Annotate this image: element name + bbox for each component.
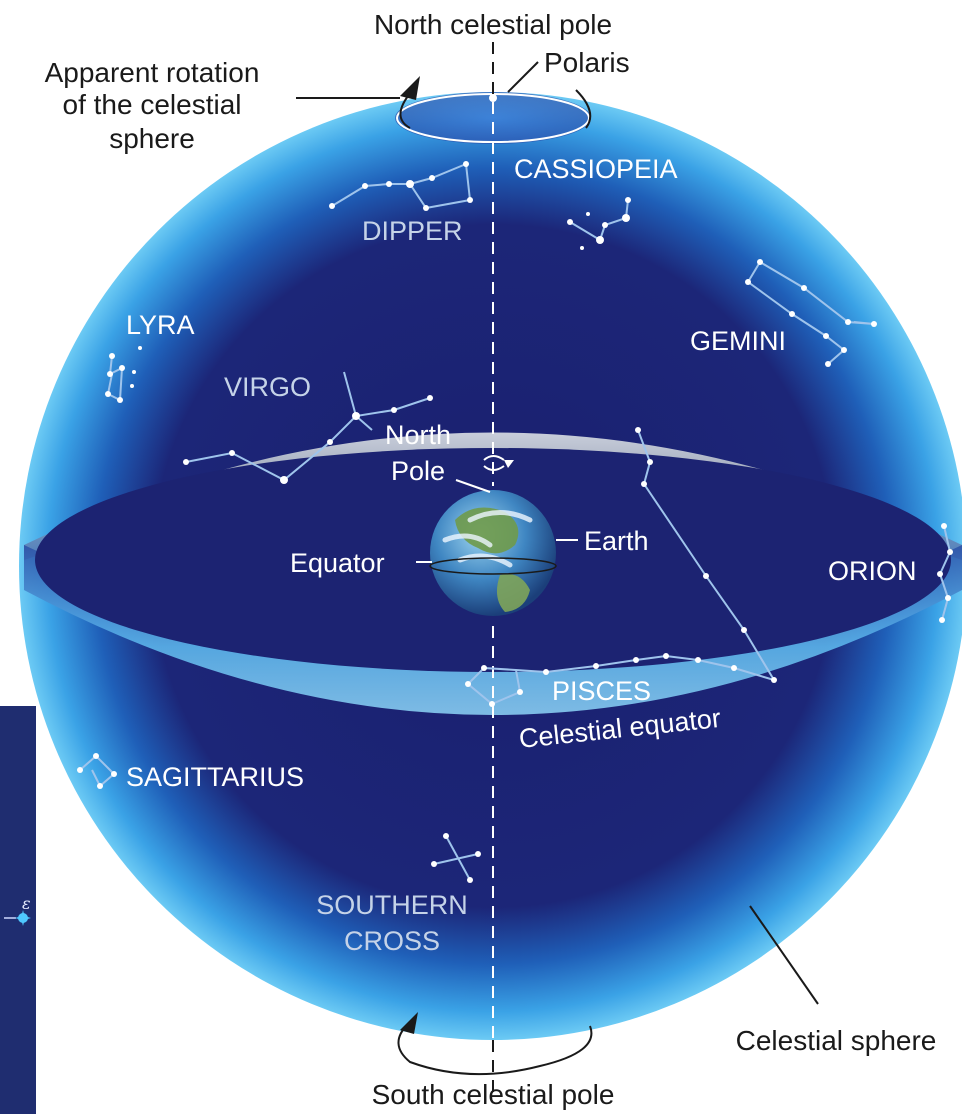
gemini-stars [745,259,877,367]
apparent-rotation-label-3: sphere [109,123,195,154]
virgo-label: VIRGO [224,372,311,402]
gemini-label: GEMINI [690,326,786,356]
north-pole-label-1: North [385,420,451,450]
orion-stars [937,523,953,623]
earth-label: Earth [584,526,649,556]
lyra-stars [105,346,142,403]
orion-label: ORION [828,556,917,586]
lyra-label: LYRA [126,310,195,340]
south-rotation-arrowhead-icon [400,1012,418,1034]
earth-globe [429,490,557,616]
north-pole-leader [455,479,491,493]
apparent-rotation-label-2: of the celestial [63,89,242,120]
inset-panel [0,706,36,1114]
dipper-label: DIPPER [362,216,463,246]
south-celestial-pole-label: South celestial pole [372,1079,615,1110]
south-rotation-arrow [397,1023,593,1076]
celestial-equator-band-bottom [24,545,962,715]
north-pole-label-2: Pole [391,456,445,486]
polaris-star [489,94,497,102]
celestial-sphere-label: Celestial sphere [736,1025,937,1056]
virgo-stars [183,371,433,484]
pisces-label: PISCES [552,676,651,706]
sagittarius-label: SAGITTARIUS [126,762,304,792]
cassiopeia-label: CASSIOPEIA [514,154,678,184]
apparent-rotation-label-1: Apparent rotation [45,57,260,88]
dipper-stars [329,161,473,211]
cassiopeia-stars [567,197,631,250]
north-rotation-arrow-left [399,95,411,129]
sagittarius-stars [77,753,117,789]
celestial-sphere-leader [749,905,819,1005]
north-rotation-arrowhead-icon [400,76,420,100]
polaris-leader [507,61,539,93]
pisces-stars [465,427,777,707]
epsilon-label: ε [22,894,31,913]
inset-star-icon [15,910,31,926]
polar-cap [395,92,591,144]
southern-cross-label-2: CROSS [344,926,440,956]
earth-rotation-arrow-icon [483,455,514,471]
north-rotation-arrow-right [575,89,592,129]
equator-label: Equator [290,548,385,578]
polaris-label: Polaris [544,47,630,78]
north-celestial-pole-label: North celestial pole [374,9,612,40]
southern-cross-stars [431,833,481,883]
southern-cross-label-1: SOUTHERN [316,890,468,920]
